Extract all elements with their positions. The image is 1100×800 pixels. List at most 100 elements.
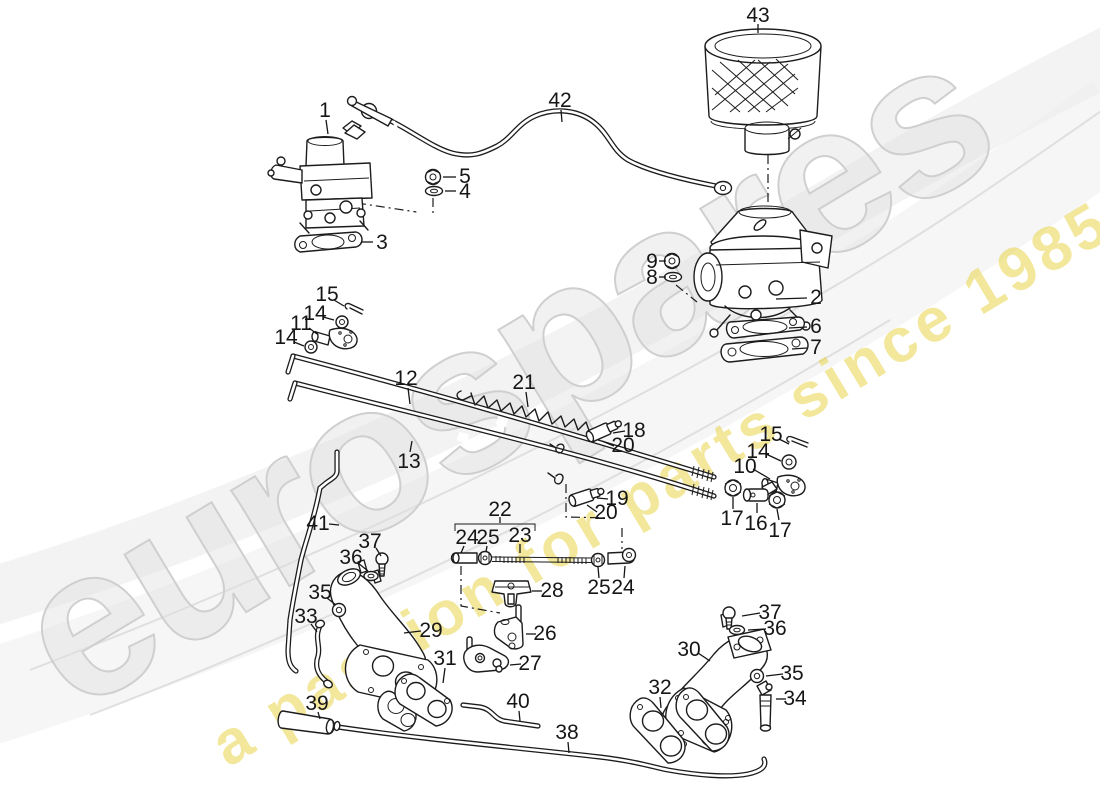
callout-leader-1-0 xyxy=(325,119,329,135)
callout-leader-38-52 xyxy=(567,741,570,754)
part-callout-40-51: 40 xyxy=(506,690,529,713)
washer-4 xyxy=(424,185,444,197)
callout-leader-35-47 xyxy=(765,673,784,677)
part-callout-5-3: 5 xyxy=(459,165,471,188)
callout-leader-7-10 xyxy=(791,347,808,350)
washer-35-left xyxy=(331,602,347,618)
ball-joint-right xyxy=(713,180,733,196)
part-callout-16-24: 16 xyxy=(744,512,767,535)
callout-leader-32-49 xyxy=(659,696,662,709)
linkage-rod-12 xyxy=(285,353,717,483)
swivel-25 xyxy=(590,552,606,568)
part-callout-34-48: 34 xyxy=(783,687,807,710)
part-callout-18-18: 18 xyxy=(622,419,645,442)
callout-leader-19-26 xyxy=(596,497,609,500)
callout-leader-37-45 xyxy=(741,612,761,617)
part-callout-4-4: 4 xyxy=(459,180,471,203)
part-callout-7-10: 7 xyxy=(810,336,822,359)
callout-leader-18-18 xyxy=(612,430,626,434)
part-callout-12-15: 12 xyxy=(394,367,417,390)
part-callout-14-21: 14 xyxy=(746,440,770,463)
nut-17 xyxy=(724,479,742,497)
callout-leader-21-16 xyxy=(525,391,529,408)
part-callout-20-27: 20 xyxy=(594,501,617,524)
gasket-3 xyxy=(294,231,363,253)
lever-11 xyxy=(311,327,358,350)
part-callout-36-46: 36 xyxy=(763,617,786,640)
part-callout-2-8: 2 xyxy=(810,286,822,309)
part-callout-35-47: 35 xyxy=(780,662,803,685)
part-callout-25-32: 25 xyxy=(587,576,610,599)
part-callout-42-1: 42 xyxy=(548,89,571,112)
part-callout-26-35: 26 xyxy=(533,622,556,645)
end-cap-24 xyxy=(450,552,478,564)
part-callout-20-19: 20 xyxy=(611,434,634,457)
callout-leader-25-32 xyxy=(597,566,600,579)
callout-leader-30-44 xyxy=(697,652,711,662)
callout-leader-13-17 xyxy=(409,440,413,453)
callout-leader-20-27 xyxy=(586,504,598,513)
callout-leader-20-19 xyxy=(601,440,615,447)
part-callout-3-5: 3 xyxy=(376,231,388,254)
gasket-7 xyxy=(720,336,809,363)
callout-leader-42-1 xyxy=(560,109,563,123)
part-callout-1-0: 1 xyxy=(319,99,331,122)
part-callout-22-28: 22 xyxy=(488,498,511,521)
bracket-26 xyxy=(493,604,524,650)
callout-leader-14-14 xyxy=(293,341,305,347)
part-callout-10-22: 10 xyxy=(733,455,756,478)
part-callout-37-38: 37 xyxy=(358,530,381,553)
callout-leader-37-38 xyxy=(375,547,382,557)
part-callout-35-40: 35 xyxy=(308,581,331,604)
washer-14 xyxy=(304,340,318,354)
plate-27 xyxy=(463,636,510,673)
part-callout-8-7: 8 xyxy=(646,266,658,289)
part-callout-32-49: 32 xyxy=(648,676,671,699)
callout-leader-41-37 xyxy=(328,523,340,526)
vent-tube-41 xyxy=(285,449,340,674)
air-filter-43 xyxy=(704,28,822,156)
part-callout-39-50: 39 xyxy=(305,692,328,715)
bolt-37-left xyxy=(375,552,389,577)
part-callout-17-25: 17 xyxy=(768,519,791,542)
part-callout-37-45: 37 xyxy=(758,601,781,624)
part-callout-15-20: 15 xyxy=(759,423,782,446)
callout-leader-40-51 xyxy=(518,710,521,722)
callout-leader-11-13 xyxy=(308,327,318,335)
swivel-25 xyxy=(477,550,493,566)
threaded-rod-23 xyxy=(491,556,593,564)
washer-14 xyxy=(781,454,797,470)
part-callout-17-23: 17 xyxy=(720,507,743,530)
nut-17 xyxy=(768,491,786,509)
part-callout-24-29: 24 xyxy=(455,526,479,549)
callout-leader-6-9 xyxy=(788,326,808,329)
washer-36-right xyxy=(728,624,746,636)
callout-leader-17-25 xyxy=(776,508,780,521)
carburetor-1 xyxy=(267,95,433,273)
callout-leader-14-12 xyxy=(322,316,335,321)
part-callout-6-9: 6 xyxy=(810,315,822,338)
washer-8 xyxy=(663,271,683,283)
callout-leader-25-30 xyxy=(485,545,488,553)
gasket-6 xyxy=(725,316,805,339)
callout-leader-36-39 xyxy=(357,562,369,572)
part-callout-13-17: 13 xyxy=(397,450,420,473)
part-callout-14-12: 14 xyxy=(303,302,327,325)
callout-leader-14-21 xyxy=(765,453,782,462)
callout-leader-24-33 xyxy=(623,565,626,579)
part-callout-38-52: 38 xyxy=(555,721,578,744)
part-callout-19-26: 19 xyxy=(605,487,628,510)
part-callout-28-34: 28 xyxy=(540,579,563,602)
fitting-19 xyxy=(568,487,605,507)
swivel-16 xyxy=(742,481,778,502)
callout-leader-36-46 xyxy=(747,628,767,631)
callout-leader-39-50 xyxy=(317,711,321,720)
fitting-18 xyxy=(585,420,622,443)
part-callout-31-43: 31 xyxy=(433,647,456,670)
part-callout-23-31: 23 xyxy=(508,524,531,547)
nut-9 xyxy=(663,252,681,270)
end-cap-24 xyxy=(607,547,637,565)
part-callout-24-33: 24 xyxy=(611,576,635,599)
